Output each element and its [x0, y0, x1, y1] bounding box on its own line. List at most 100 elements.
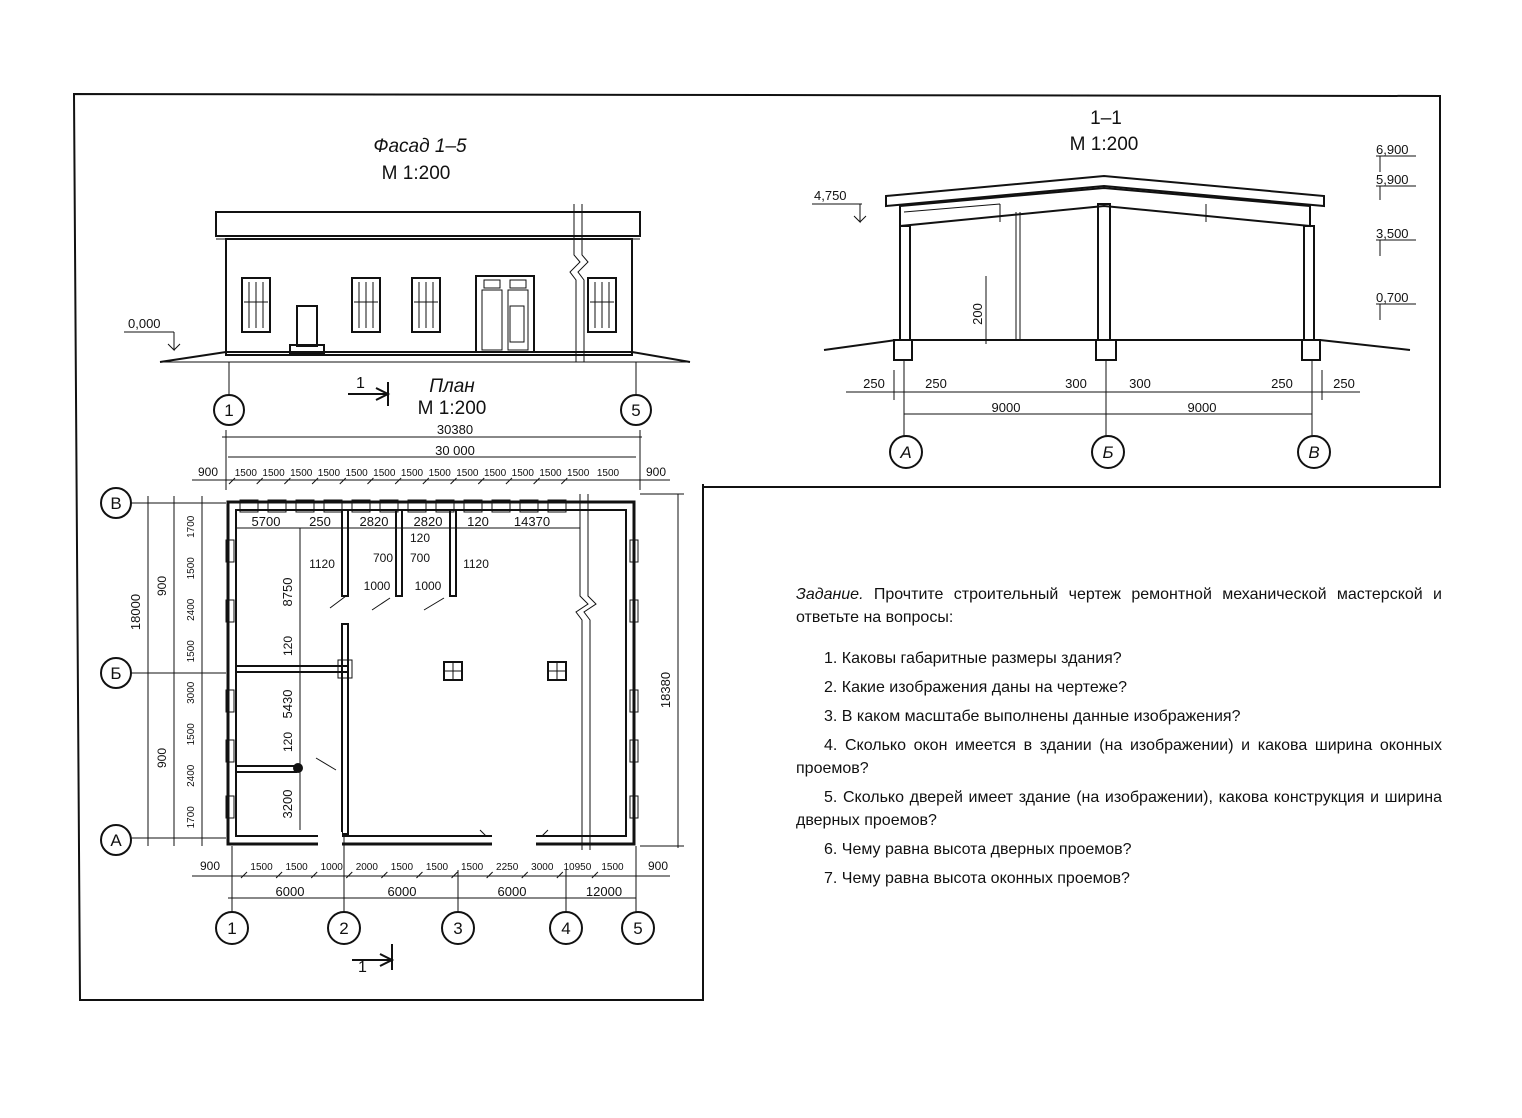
svg-text:4: 4	[561, 919, 570, 938]
dim-label: 1500	[456, 468, 479, 479]
dim-label: 1500	[186, 640, 197, 663]
task-question: 3. В каком масштабе выполнены данные изо…	[824, 708, 1241, 725]
plan-window	[629, 739, 639, 763]
plan-window	[629, 599, 639, 623]
facade-axis-5	[620, 394, 652, 426]
plan-window	[491, 499, 511, 513]
plan-window	[379, 499, 399, 513]
svg-text:1: 1	[358, 959, 367, 976]
svg-text:1000: 1000	[364, 579, 391, 593]
svg-text:250: 250	[925, 376, 947, 391]
plan-overall-outer: 30380	[437, 422, 473, 437]
dim-label: 2400	[186, 598, 197, 621]
plan-left-overall: 18000	[128, 594, 143, 630]
svg-text:3,500: 3,500	[1376, 226, 1409, 241]
plan-window	[225, 795, 235, 819]
task-question: 4. Сколько окон имеется в здании (на изо…	[796, 737, 1442, 777]
plan-columns	[443, 661, 567, 681]
section-scale: М 1:200	[1070, 134, 1139, 155]
facade-axis-1	[213, 394, 245, 426]
plan-window	[547, 499, 567, 513]
svg-text:300: 300	[1065, 376, 1087, 391]
svg-text:900: 900	[646, 465, 666, 479]
dim-label: 2250	[496, 862, 519, 873]
svg-text:900: 900	[155, 748, 169, 768]
dim-label: 1500	[290, 468, 313, 479]
dim-label: 1500	[401, 468, 424, 479]
svg-text:12000: 12000	[586, 884, 622, 899]
svg-text:900: 900	[198, 465, 218, 479]
section-height: 200	[970, 303, 985, 325]
dim-label: 1500	[345, 468, 368, 479]
plan-window	[435, 499, 455, 513]
svg-text:В: В	[110, 494, 121, 513]
svg-text:700: 700	[410, 551, 430, 565]
facade-level: 0,000	[128, 316, 161, 331]
plan-window	[225, 539, 235, 563]
partition-horizontal-1	[235, 665, 349, 673]
svg-text:1500: 1500	[597, 468, 620, 479]
task-question: 5. Сколько дверей имеет здание (на изобр…	[796, 789, 1442, 829]
dim-label: 1500	[235, 468, 258, 479]
svg-text:3200: 3200	[280, 790, 295, 819]
section-column-b	[1097, 203, 1111, 341]
svg-text:300: 300	[1129, 376, 1151, 391]
section-title: 1–1	[1090, 108, 1122, 129]
svg-text:1120: 1120	[309, 557, 335, 571]
svg-text:1: 1	[227, 919, 236, 938]
plan-right-overall: 18380	[658, 672, 673, 708]
svg-text:120: 120	[467, 514, 489, 529]
plan-outer-wall	[226, 500, 636, 846]
svg-text:А: А	[899, 443, 911, 462]
dim-label: 1500	[601, 862, 624, 873]
svg-text:1: 1	[224, 401, 233, 420]
task-block: Задание. Прочтите строительный чертеж ре…	[796, 583, 1442, 896]
plan-window	[629, 689, 639, 713]
svg-text:6000: 6000	[388, 884, 417, 899]
dim-label: 2400	[186, 764, 197, 787]
plan-window	[267, 499, 287, 513]
dim-label: 10950	[563, 862, 591, 873]
svg-text:В: В	[1308, 443, 1319, 462]
plan-window	[225, 599, 235, 623]
plan-window	[239, 499, 259, 513]
svg-text:250: 250	[1333, 376, 1355, 391]
task-question: 2. Какие изображения даны на чертеже?	[824, 679, 1128, 696]
svg-text:Б: Б	[1102, 443, 1113, 462]
facade-parapet	[215, 211, 641, 237]
task-question: 7. Чему равна высота оконных проемов?	[824, 870, 1130, 887]
svg-text:120: 120	[281, 636, 295, 656]
plan-window	[225, 739, 235, 763]
svg-text:250: 250	[863, 376, 885, 391]
dim-label: 1500	[539, 468, 562, 479]
plan-window	[225, 689, 235, 713]
svg-text:120: 120	[410, 531, 430, 545]
svg-text:0,700: 0,700	[1376, 290, 1409, 305]
dim-label: 3000	[186, 681, 197, 704]
task-intro: Задание. Прочтите строительный чертеж ре…	[796, 583, 1442, 629]
svg-text:5430: 5430	[280, 690, 295, 719]
svg-text:250: 250	[1271, 376, 1293, 391]
dim-label: 1500	[318, 468, 341, 479]
dim-label: 1500	[250, 862, 273, 873]
svg-text:900: 900	[155, 576, 169, 596]
plan-window	[407, 499, 427, 513]
svg-text:2: 2	[339, 919, 348, 938]
svg-text:6000: 6000	[276, 884, 305, 899]
dim-label: 1500	[426, 862, 449, 873]
dim-label: 1500	[567, 468, 590, 479]
section-view: 1–1 М 1:200 200 4,750 6,900 5,900	[812, 108, 1416, 469]
dim-label: 1500	[461, 862, 484, 873]
svg-text:8750: 8750	[280, 578, 295, 607]
plan-window	[629, 539, 639, 563]
svg-text:900: 900	[648, 859, 668, 873]
dim-label: 1000	[321, 862, 344, 873]
facade-title: Фасад 1–5	[373, 136, 467, 157]
plan-windows	[225, 499, 639, 819]
plan-window	[519, 499, 539, 513]
dim-label: 1500	[286, 862, 309, 873]
svg-text:6,900: 6,900	[1376, 142, 1409, 157]
